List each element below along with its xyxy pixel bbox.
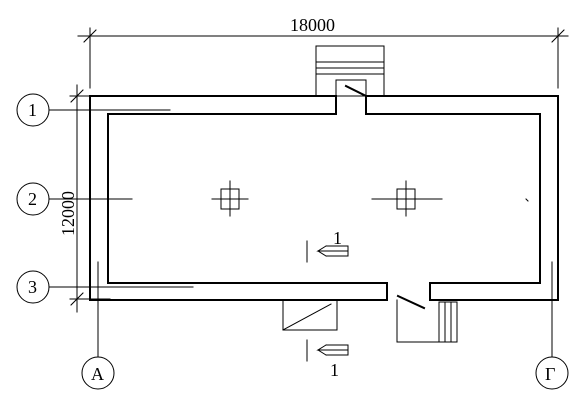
column-left xyxy=(211,180,249,217)
axis-bubble-3: 3 xyxy=(16,270,194,304)
bottom-door xyxy=(396,294,426,310)
bottom-ramp xyxy=(282,299,338,331)
section-cut-lower: 1 xyxy=(306,339,349,380)
axis-label-3: 3 xyxy=(28,277,37,297)
axis-label-g: Г xyxy=(545,364,555,384)
axis-bubble-g: Г xyxy=(535,261,569,390)
section-cut-upper: 1 xyxy=(306,228,349,263)
outer-wall-right xyxy=(365,95,559,301)
dimension-top: 18000 xyxy=(77,15,569,89)
section-label-upper: 1 xyxy=(333,228,342,248)
top-stairs xyxy=(315,45,385,97)
axis-label-2: 2 xyxy=(28,189,37,209)
outer-wall xyxy=(89,95,388,301)
section-label-lower: 1 xyxy=(330,360,339,380)
bottom-vestibule xyxy=(396,299,458,343)
column-right xyxy=(371,180,443,217)
right-wall-mark xyxy=(525,198,529,202)
dimension-left-label: 12000 xyxy=(58,191,78,236)
axis-label-1: 1 xyxy=(28,100,37,120)
axis-bubble-1: 1 xyxy=(16,93,171,127)
axis-bubble-a: А xyxy=(81,261,115,390)
dimension-top-label: 18000 xyxy=(290,15,335,35)
top-door xyxy=(344,84,368,98)
axis-label-a: А xyxy=(91,364,104,384)
